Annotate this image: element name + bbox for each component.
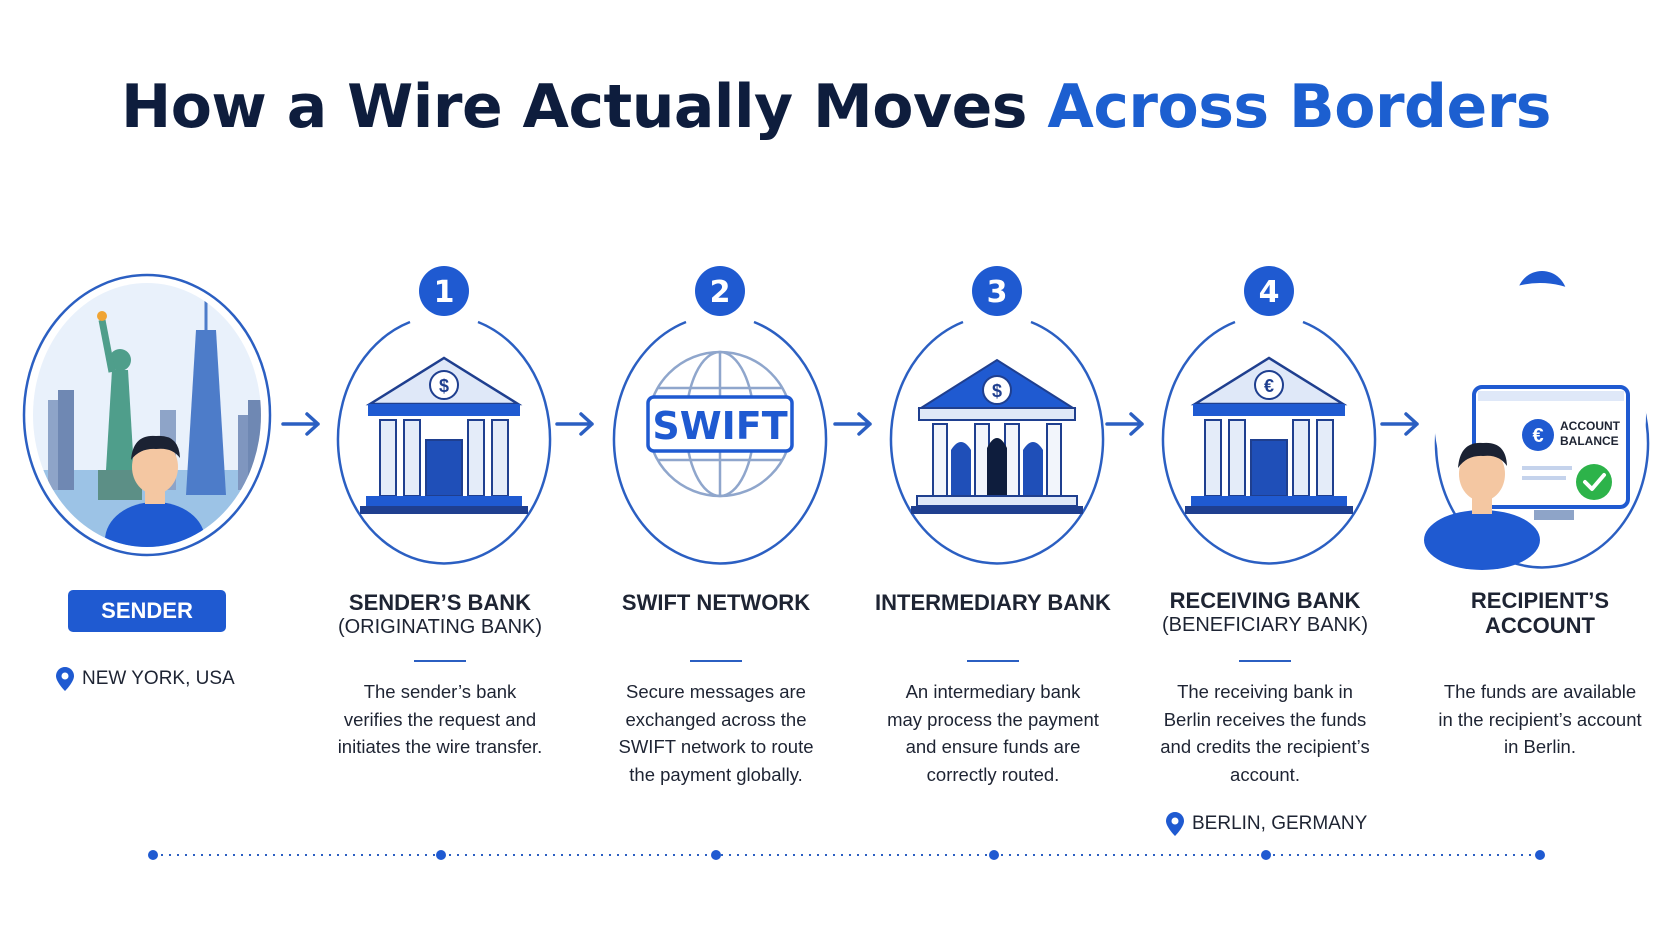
step3-ring: [889, 320, 1105, 565]
step-subtitle: (BENEFICIARY BANK): [1162, 614, 1368, 636]
step-description: An intermediary bank may process the pay…: [873, 678, 1113, 788]
sender-label: SENDER: [68, 590, 226, 632]
map-pin-icon: [1166, 812, 1184, 836]
step-subtitle: (ORIGINATING BANK): [337, 616, 543, 638]
timeline: [148, 850, 1545, 860]
step-3-text: INTERMEDIARY BANK An intermediary bank m…: [873, 590, 1113, 790]
sender-illustration: [22, 273, 272, 557]
divider: [967, 660, 1019, 662]
step-title: RECEIVING BANK: [1169, 588, 1361, 613]
description-line: and ensure funds are: [905, 736, 1081, 757]
sender-location: NEW YORK, USA: [56, 667, 235, 691]
step-badges: 1 2 3 4 5: [419, 266, 1567, 321]
page-title: How a Wire Actually Moves Across Borders: [0, 72, 1672, 142]
description-line: the payment globally.: [629, 763, 803, 785]
description-line: The funds are available: [1443, 681, 1637, 702]
step-4-text: RECEIVING BANK (BENEFICIARY BANK) The re…: [1145, 588, 1385, 788]
swift-globe-icon: SWIFT: [646, 350, 794, 498]
swift-label: SWIFT: [652, 404, 787, 448]
step-title: INTERMEDIARY BANK: [875, 590, 1111, 615]
svg-text:€: €: [1264, 376, 1274, 396]
description-line: may process the payment: [887, 708, 1099, 730]
checkmark-icon: [1576, 464, 1612, 500]
description-line: and credits the recipient’s: [1160, 736, 1370, 757]
map-pin-icon: [56, 667, 74, 691]
step-number: 4: [1259, 275, 1280, 310]
account-balance-screen-icon: € ACCOUNT BALANCE: [1424, 283, 1646, 570]
recipient-location: BERLIN, GERMANY: [1166, 812, 1367, 836]
step-subtitle: ACCOUNT: [1485, 613, 1595, 638]
description-line: SWIFT network to route: [618, 736, 814, 757]
recipient-location-text: BERLIN, GERMANY: [1192, 813, 1368, 834]
title-accent: Across Borders: [1047, 72, 1552, 142]
description-line: Secure messages are: [626, 681, 806, 702]
divider: [690, 660, 742, 662]
title-main: How a Wire Actually Moves: [120, 72, 1028, 142]
description-line: Berlin receives the funds: [1163, 708, 1367, 730]
step-description: Secure messages are exchanged across the…: [596, 678, 836, 788]
description-line: initiates the wire transfer.: [337, 736, 543, 757]
step-2-text: SWIFT NETWORK Secure messages are exchan…: [596, 590, 836, 790]
description-line: verifies the request and: [343, 708, 537, 730]
step-description: The funds are available in the recipient…: [1420, 678, 1660, 761]
svg-text:$: $: [439, 376, 449, 396]
screen-text-line: ACCOUNT: [1560, 419, 1621, 433]
screen-text-line: BALANCE: [1560, 434, 1619, 448]
bank-euro-icon: €: [1185, 356, 1353, 514]
sender-location-text: NEW YORK, USA: [82, 668, 235, 689]
step-title: RECIPIENT’S: [1470, 588, 1610, 613]
step-description: The receiving bank in Berlin receives th…: [1145, 678, 1385, 788]
description-line: account.: [1230, 763, 1300, 785]
svg-text:€: €: [1532, 425, 1543, 447]
step2-ring: [612, 320, 828, 565]
bank-dollar-icon: $: [360, 356, 528, 514]
divider: [414, 660, 466, 662]
arrow-right-icon: [281, 412, 1419, 436]
step1-ring: [336, 320, 552, 565]
step-5-text: RECIPIENT’S ACCOUNT The funds are availa…: [1420, 588, 1660, 788]
divider: [1239, 660, 1291, 662]
step-number: 1: [434, 275, 455, 310]
description-line: The receiving bank in: [1177, 681, 1353, 702]
description-line: in Berlin.: [1504, 736, 1576, 757]
intermediary-bank-icon: $: [911, 358, 1083, 514]
step-1-text: SENDER’S BANK (ORIGINATING BANK) The sen…: [320, 590, 560, 790]
step-number: 3: [987, 275, 1008, 310]
description-line: correctly routed.: [926, 763, 1060, 785]
description-line: exchanged across the: [625, 708, 807, 730]
step4-ring: [1161, 320, 1377, 565]
step-title: SENDER’S BANK: [348, 590, 532, 615]
description-line: The sender’s bank: [363, 681, 517, 702]
step-description: The sender’s bank verifies the request a…: [320, 678, 560, 761]
step-title: SWIFT NETWORK: [621, 590, 811, 615]
step-number: 2: [710, 275, 731, 310]
description-line: in the recipient’s account: [1438, 708, 1642, 730]
description-line: An intermediary bank: [905, 681, 1081, 702]
svg-text:$: $: [992, 381, 1002, 401]
